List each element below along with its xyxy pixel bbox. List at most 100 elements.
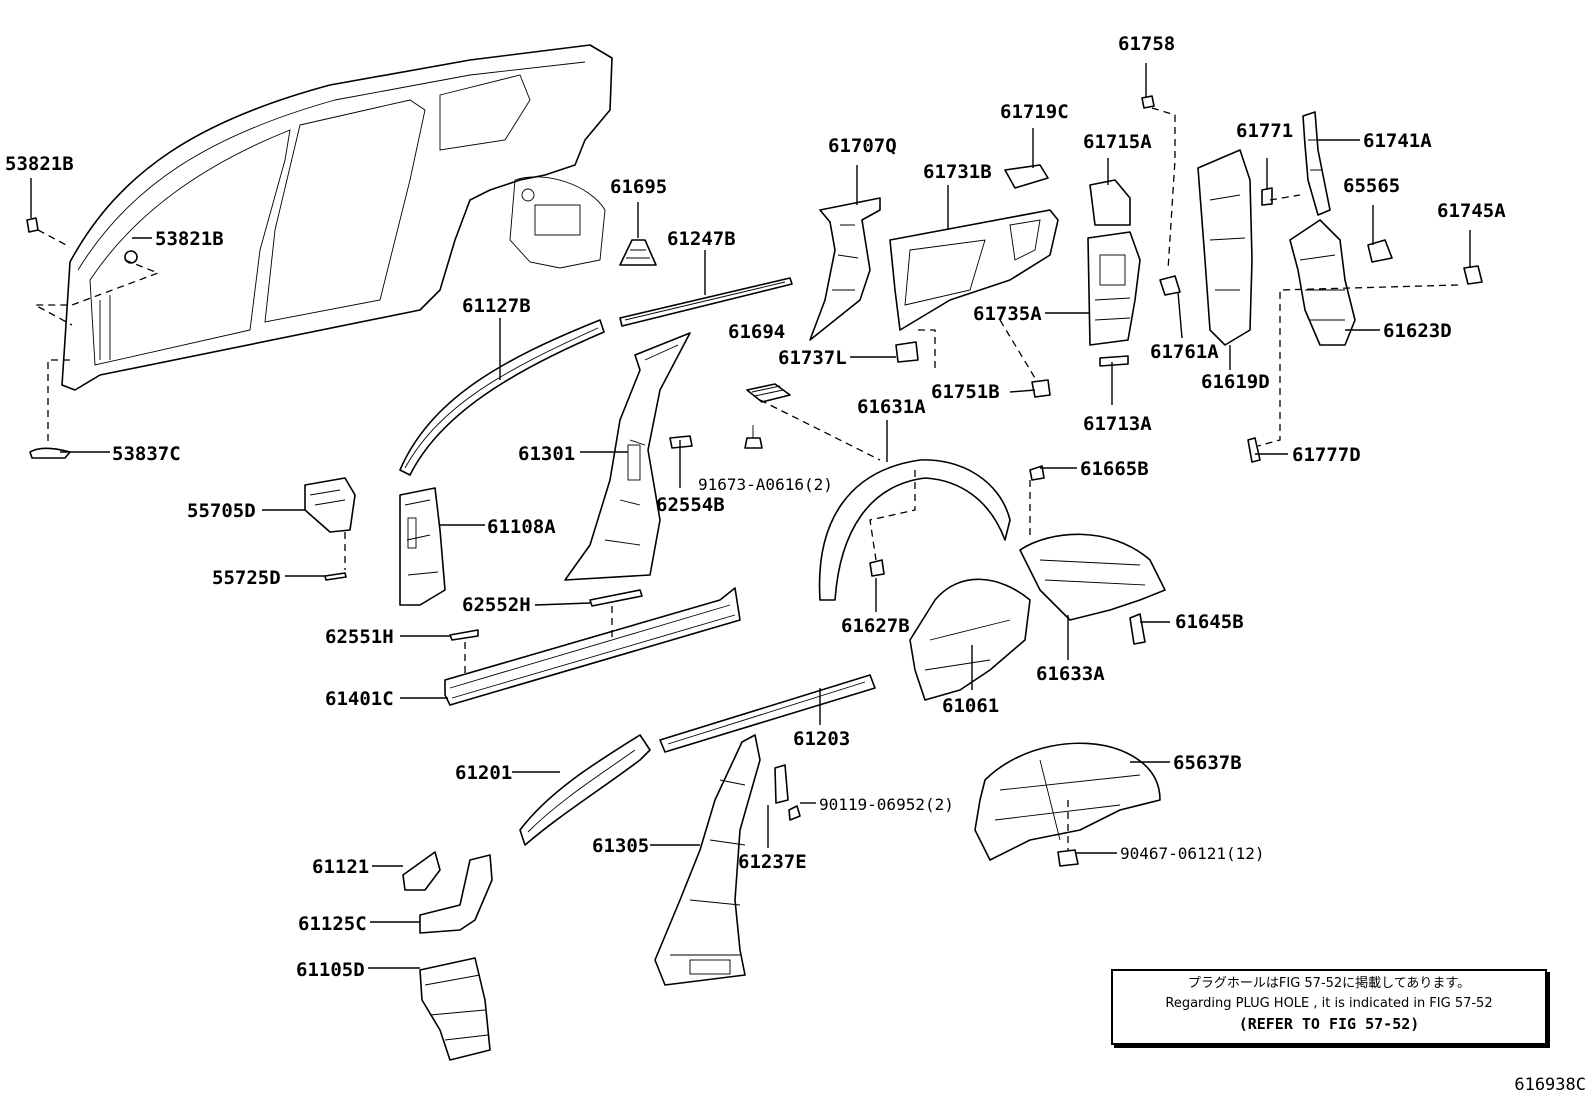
pillar-61741a (1302, 111, 1331, 216)
bracket-61719c (1004, 164, 1049, 189)
panel-61108a (399, 487, 446, 606)
pillar-61707q (809, 197, 881, 341)
plug-61695 (619, 239, 657, 266)
bracket-65565 (1367, 239, 1393, 263)
label-61108a: 61108A (487, 516, 556, 538)
bracket-61645b (1129, 613, 1146, 645)
panel-61731b (889, 209, 1059, 331)
clip-61627b (869, 559, 885, 577)
label-61737l: 61737L (778, 347, 847, 369)
label-65637b: 65637B (1173, 752, 1242, 774)
label-61707q: 61707Q (828, 135, 897, 157)
label-61619d: 61619D (1201, 371, 1270, 393)
part-labels: 53821B 53821B 53837C 61695 61247B 61127B… (5, 33, 1506, 981)
label-61203: 61203 (793, 728, 850, 750)
label-53821b-upper: 53821B (5, 153, 74, 175)
note-english: Regarding PLUG HOLE , it is indicated in… (1165, 996, 1493, 1011)
bracket-61713a (1099, 355, 1129, 367)
label-61623d: 61623D (1383, 320, 1452, 342)
rocker-panel-61401c (444, 587, 741, 706)
clip-55725d (324, 572, 347, 581)
clip-61758 (1141, 95, 1155, 109)
label-62551h: 62551H (325, 626, 394, 648)
pillar-61305 (654, 734, 761, 986)
dashed-assembly-lines (34, 107, 1459, 850)
label-91673: 91673-A0616(2) (698, 475, 833, 494)
panel-61061 (909, 578, 1031, 701)
label-61731b: 61731B (923, 161, 992, 183)
label-53821b-lower: 53821B (155, 228, 224, 250)
bracket-61121 (402, 851, 441, 891)
panel-61105d (419, 957, 491, 1061)
label-65565: 65565 (1343, 175, 1400, 197)
clip-61771 (1261, 187, 1273, 206)
clip-90467 (1057, 849, 1079, 867)
label-61761a: 61761A (1150, 341, 1219, 363)
label-61247b: 61247B (667, 228, 736, 250)
label-61751b: 61751B (931, 381, 1000, 403)
pillar-61619d (1197, 149, 1253, 346)
note-japanese: プラグホールはFIG 57-52に掲載してあります。 (1187, 976, 1471, 991)
body-side-outer-panel (61, 44, 613, 391)
leader-lines (30, 63, 1471, 969)
clip-53821b-upper (26, 217, 39, 233)
label-61713a: 61713A (1083, 413, 1152, 435)
label-61121: 61121 (312, 856, 369, 878)
clip-61665b (1029, 465, 1045, 481)
bracket-61751b (1031, 379, 1051, 398)
label-61105d: 61105D (296, 959, 365, 981)
bolt-91673 (744, 425, 763, 449)
label-61645b: 61645B (1175, 611, 1244, 633)
panel-61623d (1289, 219, 1356, 346)
label-61665b: 61665B (1080, 458, 1149, 480)
label-61401c: 61401C (325, 688, 394, 710)
plate-61694 (746, 383, 791, 403)
fender-liner-65637b (974, 742, 1161, 861)
clip-62551h (449, 629, 479, 641)
label-61735a: 61735A (973, 303, 1042, 325)
label-61127b: 61127B (462, 295, 531, 317)
roof-side-rail-61247b (619, 277, 793, 327)
label-90467: 90467-06121(12) (1120, 844, 1265, 863)
label-62554b: 62554B (656, 494, 725, 516)
label-61061: 61061 (942, 695, 999, 717)
label-61715a: 61715A (1083, 131, 1152, 153)
label-61305: 61305 (592, 835, 649, 857)
center-pillar-61301 (564, 332, 691, 581)
sill-61203 (659, 674, 876, 753)
reference-note-box: プラグホールはFIG 57-52に掲載してあります。 Regarding PLU… (1111, 969, 1547, 1045)
note-reference: (REFER TO FIG 57-52) (1238, 1015, 1420, 1033)
label-61777d: 61777D (1292, 444, 1361, 466)
label-61201: 61201 (455, 762, 512, 784)
label-61237e: 61237E (738, 851, 807, 873)
label-61758: 61758 (1118, 33, 1175, 55)
bolt-90119 (788, 805, 801, 821)
bracket-61237e (774, 764, 789, 804)
label-55725d: 55725D (212, 567, 281, 589)
bracket-61125c (419, 854, 493, 934)
label-55705d: 55705D (187, 500, 256, 522)
bracket-61737l (895, 341, 919, 363)
wheelhouse-inner-61633a (1019, 533, 1166, 621)
clip-62552h (589, 589, 643, 607)
label-61719c: 61719C (1000, 101, 1069, 123)
label-53837c: 53837C (112, 443, 181, 465)
label-61771: 61771 (1236, 120, 1293, 142)
label-61745a: 61745A (1437, 200, 1506, 222)
label-61627b: 61627B (841, 615, 910, 637)
figure-id: 616938C (1514, 1075, 1586, 1095)
label-61301: 61301 (518, 443, 575, 465)
bracket-61761a (1159, 275, 1181, 296)
bracket-62554b (669, 435, 693, 449)
bracket-61715a (1089, 179, 1131, 226)
label-61741a: 61741A (1363, 130, 1432, 152)
wheelhouse-arch-61631a (818, 459, 1011, 601)
label-61695: 61695 (610, 176, 667, 198)
label-90119: 90119-06952(2) (819, 795, 954, 814)
panel-61201 (519, 734, 651, 846)
pillar-61735a (1087, 231, 1141, 346)
roof-rail-61127b (399, 319, 605, 476)
clip-61745a (1463, 265, 1483, 285)
label-62552h: 62552H (462, 594, 531, 616)
